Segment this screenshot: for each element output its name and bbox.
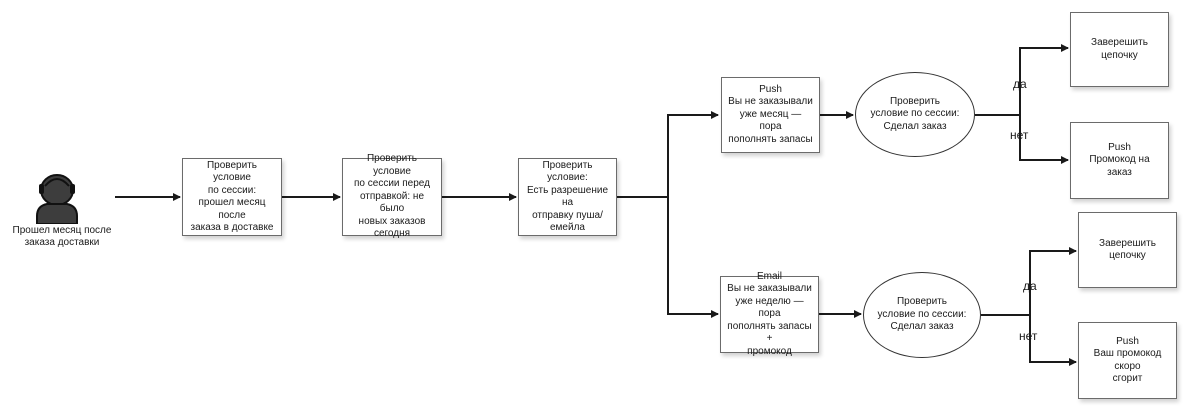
actor-caption: Прошел месяц после заказа доставки [12,225,112,248]
email-main-box[interactable]: Email Вы не заказывали уже неделю — пора… [720,271,819,357]
push-expiring-box[interactable]: Push Ваш промокод скоро сгорит [1078,322,1177,399]
user-icon [36,174,78,224]
push-main-box[interactable]: Push Вы не заказывали уже месяц — пора п… [721,77,820,153]
check-order-push-ellipse[interactable]: Проверить условие по сессии: Сделал зака… [855,72,975,157]
edge-no-bottom [1029,315,1077,366]
check-no-orders-box[interactable]: Проверить условие по сессии перед отправ… [342,153,442,239]
label-yes-top: да [1013,77,1027,91]
edge-to-email [667,197,719,318]
check-delivery-box[interactable]: Проверить условие по сессии: прошел меся… [182,158,282,236]
check-order-email-ellipse[interactable]: Проверить условие по сессии: Сделал зака… [863,272,981,358]
label-no-top: нет [1010,128,1029,142]
end-chain-bottom-box[interactable]: Заверешить цепочку [1078,212,1177,288]
edge-yes-top [1019,44,1069,115]
edge-no-top [1019,115,1069,164]
push-promo-box[interactable]: Push Промокод на заказ [1070,122,1169,199]
check-permission-box[interactable]: Проверить условие: Есть разрешение на от… [518,158,617,236]
edge-yes-bottom [1029,247,1077,315]
edge-to-push [667,111,719,197]
label-no-bottom: нет [1019,329,1038,343]
label-yes-bottom: да [1023,279,1037,293]
end-chain-top-box[interactable]: Заверешить цепочку [1070,12,1169,87]
